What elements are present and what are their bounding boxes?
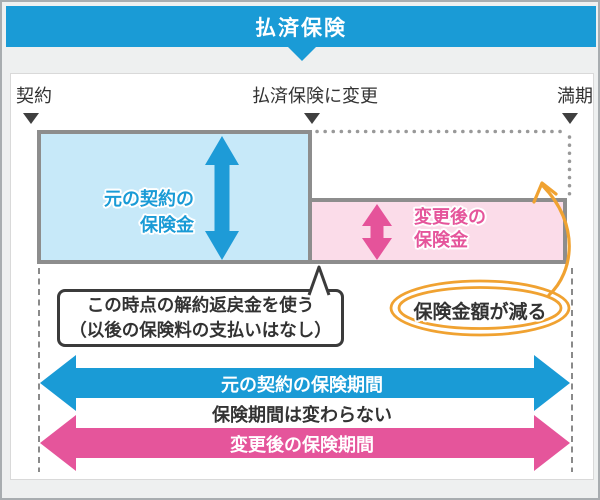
page-title: 払済保険: [255, 16, 347, 40]
timeline-label-maturity: 満期: [557, 86, 593, 106]
header-down-triangle-icon: [288, 47, 316, 61]
callout-line2: （以後の保険料の支払いはなし）: [69, 320, 332, 340]
timeline-label-change: 払済保険に変更: [252, 86, 378, 106]
original-coverage-label: 元の契約の 保険金: [104, 189, 194, 235]
after-change-coverage-box: [308, 198, 567, 264]
surrender-value-callout: この時点の解約返戻金を使う （以後の保険料の支払いはなし）: [57, 289, 344, 347]
after-coverage-label: 変更後の 保険金: [414, 207, 486, 250]
decrease-highlight-label: 保険金額が減る: [413, 302, 547, 323]
period-unchanged-note: 保険期間は変わらない: [212, 405, 392, 425]
original-period-label: 元の契約の保険期間: [221, 375, 383, 395]
header-bar: 払済保険: [6, 6, 596, 47]
timeline-label-contract: 契約: [16, 86, 52, 106]
callout-line1: この時点の解約返戻金を使う: [86, 295, 315, 315]
after-period-label: 変更後の保険期間: [230, 435, 374, 455]
original-coverage-box: [37, 130, 312, 264]
